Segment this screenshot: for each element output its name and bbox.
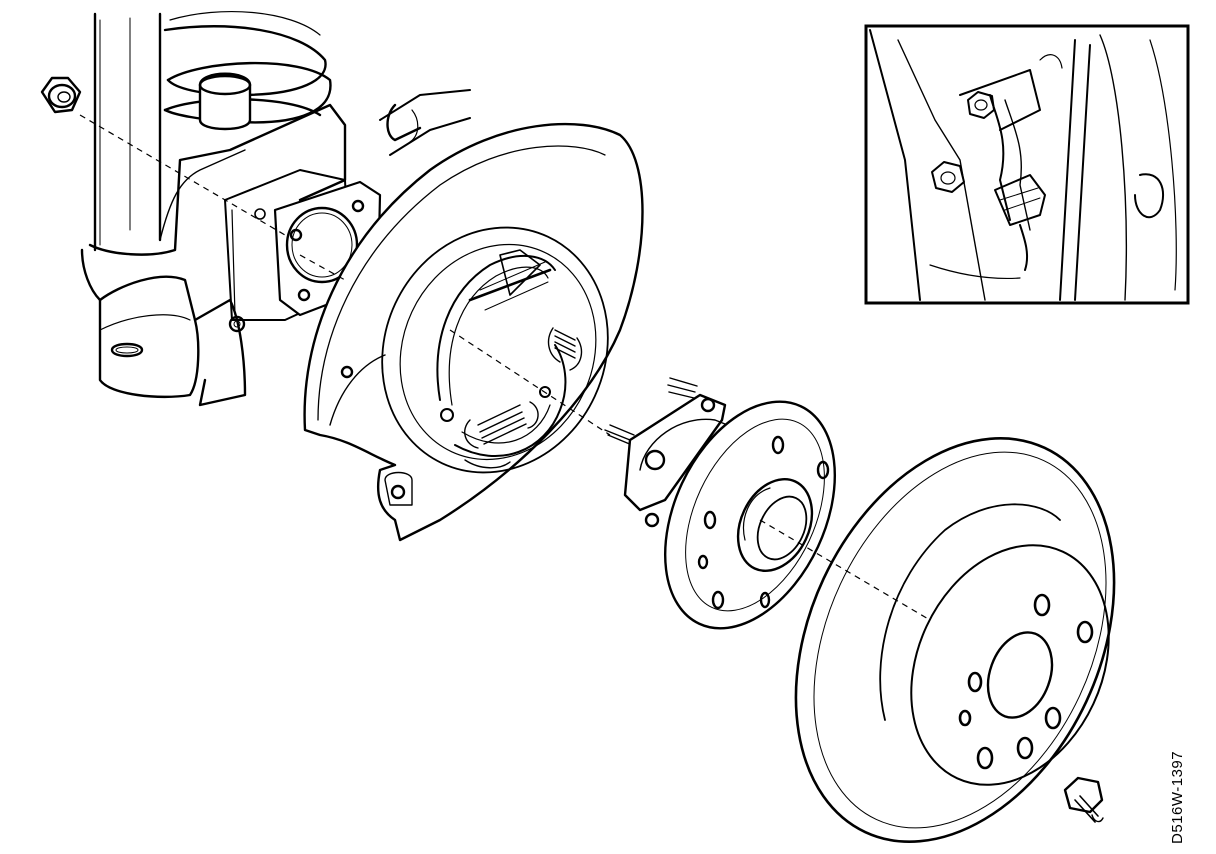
inset-detail-view xyxy=(864,24,1190,305)
brake-disc xyxy=(794,437,1116,843)
inset-linework xyxy=(869,29,1177,301)
hub-bearing-unit xyxy=(604,377,837,630)
return-spring xyxy=(464,401,539,449)
assembly-center-lines xyxy=(79,114,931,621)
strut-knuckle-assembly xyxy=(80,10,471,407)
hex-flange-nut-icon xyxy=(40,76,82,114)
brake-backing-plate xyxy=(303,122,644,542)
retaining-spring xyxy=(547,327,583,371)
figure-code-label: D516W-1397 xyxy=(1169,750,1186,844)
hex-screw-icon xyxy=(1063,776,1104,823)
parking-brake-shoes xyxy=(436,249,583,469)
